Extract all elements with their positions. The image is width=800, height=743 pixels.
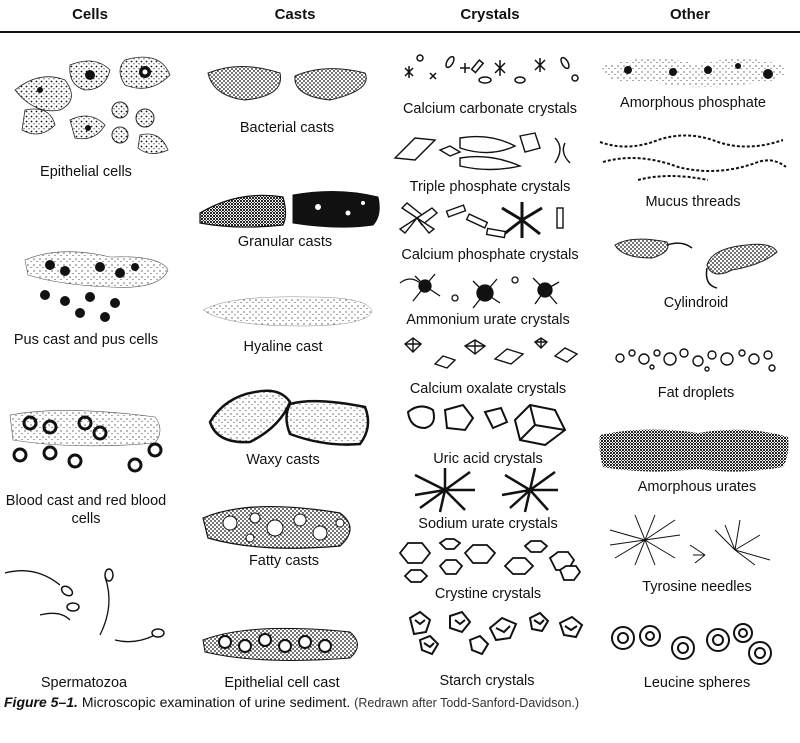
label-cylindroid: Cylindroid [663, 295, 729, 311]
label-spermatozoa: Spermatozoa [40, 675, 128, 691]
column-header-casts: Casts [274, 6, 316, 23]
label-tyrosine-needles: Tyrosine needles [642, 579, 752, 595]
label-ammonium-urate: Ammonium urate crystals [406, 312, 570, 328]
label-calcium-carbonate: Calcium carbonate crystals [402, 101, 578, 117]
hyaline-cast-drawing [202, 296, 373, 327]
figure-label: Figure 5–1. [4, 694, 78, 710]
label-starch: Starch crystals [439, 673, 535, 689]
label-bacterial-casts: Bacterial casts [239, 120, 335, 136]
label-hyaline-cast: Hyaline cast [243, 339, 323, 355]
label-crystine: Crystine crystals [434, 586, 542, 602]
bacterial-casts-drawing [207, 66, 367, 101]
calcium-oxalate-drawing [403, 337, 579, 369]
label-amorphous-phosphate: Amorphous phosphate [620, 95, 766, 111]
uric-acid-drawing [406, 403, 567, 447]
pus-cast-drawing [24, 251, 169, 322]
label-fat-droplets: Fat droplets [657, 385, 735, 401]
leucine-spheres-drawing [611, 623, 772, 665]
column-header-other: Other [669, 6, 710, 23]
tyrosine-needles-drawing [609, 514, 771, 566]
fat-droplets-drawing [615, 348, 776, 372]
label-amorphous-urates: Amorphous urates [637, 479, 757, 495]
caption-source: (Redrawn after Todd-Sanford-Davidson.) [354, 696, 580, 710]
ammonium-urate-drawing [399, 273, 560, 309]
blood-cast-drawing [9, 410, 163, 473]
label-epithelial-cell-cast: Epithelial cell cast [224, 675, 340, 691]
label-triple-phosphate: Triple phosphate crystals [409, 179, 571, 195]
label-epithelial-cells: Epithelial cells [40, 164, 132, 180]
label-pus-cast: Pus cast and pus cells [13, 332, 159, 348]
sodium-urate-drawing [414, 467, 558, 513]
label-mucus-threads: Mucus threads [645, 194, 741, 210]
header-rule [0, 31, 800, 33]
figure-caption: Figure 5–1. Microscopic examination of u… [4, 694, 579, 710]
caption-text: Microscopic examination of urine sedimen… [81, 694, 351, 710]
label-calcium-oxalate: Calcium oxalate crystals [409, 381, 567, 397]
amorphous-phosphate-drawing [600, 58, 787, 87]
cylindroid-drawing [614, 238, 778, 289]
column-header-cells: Cells [72, 6, 108, 23]
label-granular-casts: Granular casts [237, 234, 333, 250]
epithelial-cell-cast-drawing [202, 627, 358, 661]
label-uric-acid: Uric acid crystals [433, 451, 543, 467]
label-blood-cast: Blood cast and red blood cells [5, 493, 167, 527]
granular-casts-drawing [199, 190, 380, 228]
waxy-casts-drawing [208, 389, 370, 446]
calcium-carbonate-drawing [404, 54, 579, 84]
epithelial-cells-drawing [14, 56, 171, 154]
fatty-casts-drawing [202, 505, 351, 549]
label-leucine-spheres: Leucine spheres [643, 675, 751, 691]
column-header-crystals: Crystals [460, 6, 520, 23]
mucus-threads-drawing [599, 134, 787, 181]
starch-drawing [408, 610, 584, 656]
spermatozoa-drawing [4, 568, 165, 643]
label-fatty-casts: Fatty casts [248, 553, 320, 569]
calcium-phosphate-drawing [398, 202, 564, 239]
label-waxy-casts: Waxy casts [246, 452, 320, 468]
amorphous-urates-drawing [599, 429, 789, 472]
triple-phosphate-drawing [393, 132, 571, 171]
label-sodium-urate: Sodium urate crystals [418, 516, 558, 532]
crystine-drawing [398, 538, 582, 583]
label-calcium-phosphate: Calcium phosphate crystals [401, 247, 579, 263]
